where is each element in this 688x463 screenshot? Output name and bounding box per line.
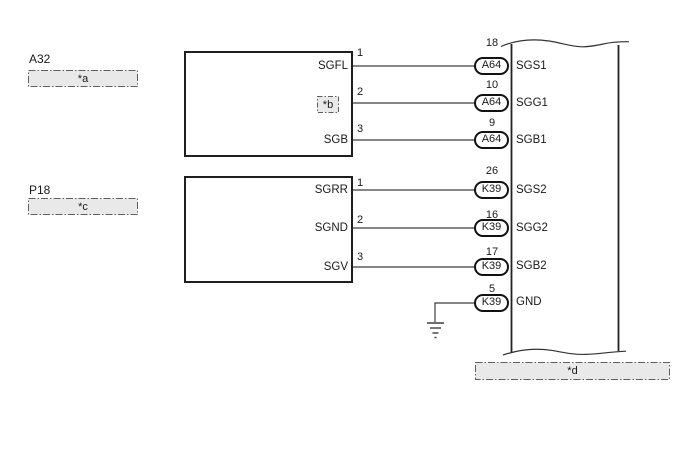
- pin-number-a32-3: 3: [357, 123, 364, 135]
- connector-oval-k39-2: K39: [474, 219, 509, 237]
- pin-label-sgfl: SGFL: [317, 60, 348, 72]
- ecu-pin-number-17: 17: [485, 246, 499, 258]
- component-p18-box: [184, 176, 353, 283]
- break-line-top: [500, 39, 630, 48]
- redaction-label-b: *b: [322, 98, 334, 111]
- redaction-label-d: *d: [567, 365, 578, 377]
- redaction-label-c: *c: [78, 200, 88, 213]
- connector-oval-a64-1: A64: [474, 57, 509, 75]
- redaction-box-c: *c: [28, 198, 138, 215]
- component-a32-code: A32: [29, 52, 51, 66]
- ecu-signal-gnd: GND: [516, 296, 542, 308]
- component-p18-code: P18: [29, 183, 51, 197]
- ecu-signal-sgg2: SGG2: [516, 222, 548, 234]
- pin-number-p18-2: 2: [357, 214, 364, 226]
- ecu-pin-number-9: 9: [488, 117, 496, 129]
- ecu-box-edges: [510, 44, 620, 353]
- ecu-signal-sgs2: SGS2: [516, 184, 547, 196]
- redaction-label-a: *a: [77, 72, 89, 85]
- ground-symbol: [427, 322, 444, 339]
- connector-oval-a64-3: A64: [474, 131, 509, 149]
- ecu-pin-number-16: 16: [485, 209, 499, 221]
- pin-number-p18-3: 3: [357, 251, 364, 263]
- pin-number-a32-2: 2: [357, 86, 364, 98]
- connector-oval-k39-4: K39: [474, 294, 509, 312]
- ecu-pin-number-26: 26: [485, 165, 499, 177]
- connector-oval-a64-2: A64: [474, 94, 509, 112]
- redaction-box-a: *a: [28, 70, 138, 87]
- ecu-signal-sgg1: SGG1: [516, 97, 548, 109]
- pin-label-sgv: SGV: [323, 261, 348, 273]
- redaction-box-d: *d: [475, 362, 670, 380]
- pin-number-a32-1: 1: [357, 47, 364, 59]
- pin-number-p18-1: 1: [357, 177, 364, 189]
- ecu-signal-sgb1: SGB1: [516, 134, 547, 146]
- pin-label-sgrr: SGRR: [314, 184, 348, 196]
- component-a32-box: [184, 51, 353, 157]
- ecu-signal-sgb2: SGB2: [516, 260, 547, 272]
- break-line-bottom: [502, 348, 627, 356]
- ecu-pin-number-5: 5: [488, 283, 496, 295]
- pin-label-sgnd: SGND: [314, 222, 348, 234]
- wire-gnd: [434, 302, 476, 322]
- pin-label-sgb: SGB: [323, 134, 348, 146]
- redaction-box-b: *b: [317, 96, 339, 113]
- connector-oval-k39-3: K39: [474, 258, 509, 276]
- connector-oval-k39-1: K39: [474, 181, 509, 199]
- ecu-signal-sgs1: SGS1: [516, 60, 547, 72]
- ecu-pin-number-10: 10: [485, 79, 499, 91]
- ecu-pin-number-18: 18: [485, 37, 499, 49]
